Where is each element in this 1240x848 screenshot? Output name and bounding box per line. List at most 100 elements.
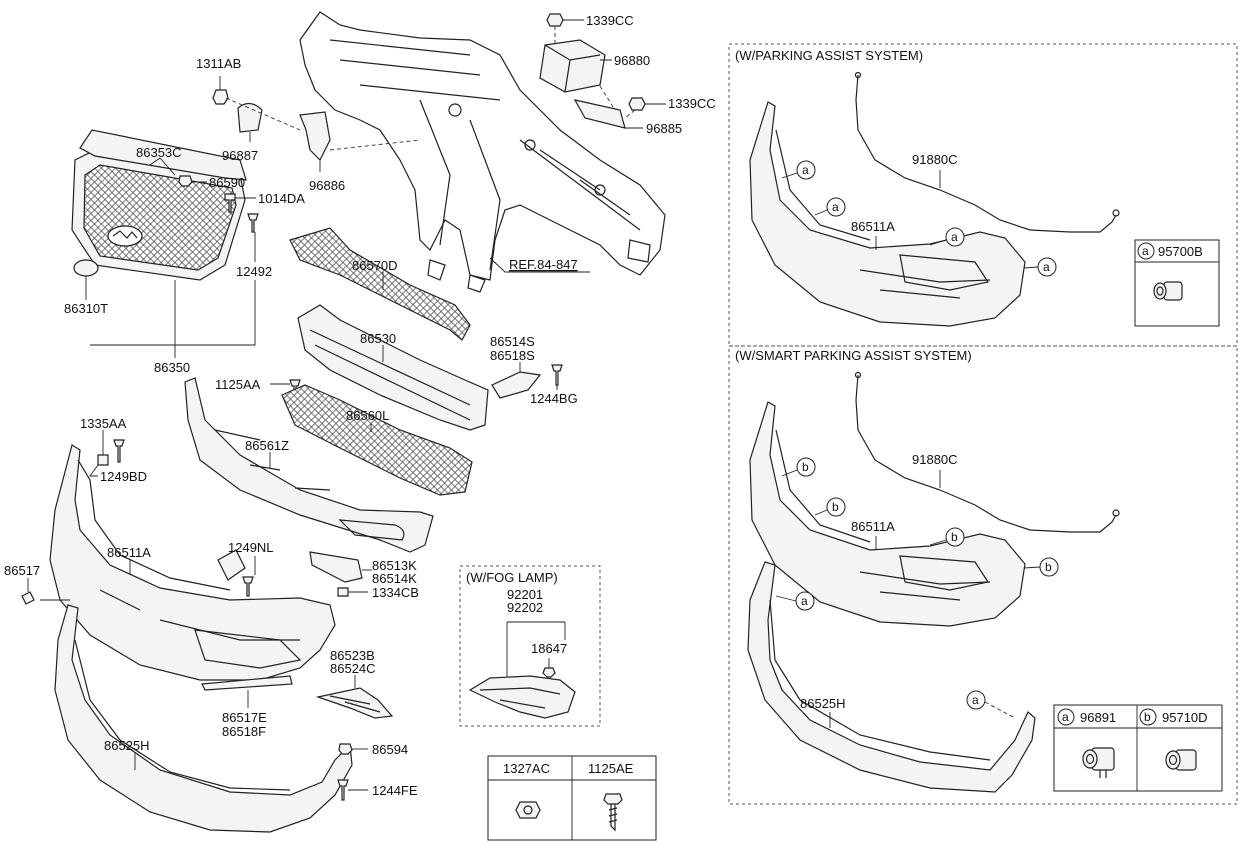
spas-label-86511a: 86511A — [851, 519, 895, 534]
fog-cover-86523b — [315, 687, 394, 719]
parking-assist-title: (W/PARKING ASSIST SYSTEM) — [735, 48, 923, 63]
screw-18647 — [542, 667, 556, 678]
bracket-96886 — [299, 111, 331, 162]
label-1244bg: 1244BG — [530, 391, 578, 406]
label-92201: 92201 — [507, 587, 543, 602]
label-18647: 18647 — [531, 641, 567, 656]
smart-parking-assist-title: (W/SMART PARKING ASSIST SYSTEM) — [735, 348, 972, 363]
pas-harness — [854, 71, 1120, 233]
pas-ref-a-1: a — [796, 160, 816, 180]
pas-sensor-legend: a 95700B — [1134, 239, 1220, 327]
label-86594: 86594 — [372, 742, 408, 757]
pas-bumper — [749, 101, 1026, 327]
nut-1339cc-top — [546, 13, 564, 27]
label-86524c: 86524C — [330, 661, 376, 676]
spas-label-96891: 96891 — [1080, 710, 1116, 725]
upper-mesh-86570d — [289, 227, 471, 341]
label-86513k: 86513K — [372, 558, 417, 573]
spas-label-91880c: 91880C — [912, 452, 958, 467]
svg-text:a: a — [1142, 244, 1149, 258]
label-86353c: 86353C — [136, 145, 182, 160]
svg-text:b: b — [832, 500, 839, 514]
sensor-95700b-icon — [1153, 281, 1183, 301]
label-86517: 86517 — [4, 563, 40, 578]
svg-text:a: a — [951, 230, 958, 244]
moulding-86517e — [201, 675, 293, 691]
label-96880: 96880 — [614, 53, 650, 68]
spas-sensor-legend: a 96891 b 95710D — [1053, 704, 1223, 792]
sensor-96887 — [237, 102, 263, 133]
label-96885: 96885 — [646, 121, 682, 136]
bolt-1125ae-icon — [603, 793, 623, 832]
label-96887: 96887 — [222, 148, 258, 163]
label-86350: 86350 — [154, 360, 190, 375]
label-96886: 96886 — [309, 178, 345, 193]
fastener-table: 1327AC 1125AE — [487, 755, 657, 841]
fog-lamp-box: (W/FOG LAMP) 92201 92202 18647 — [459, 565, 601, 727]
clip-86594 — [338, 743, 353, 755]
label-ref-84-847: REF.84-847 — [509, 257, 578, 272]
pas-ref-a-4: a — [1037, 257, 1057, 277]
label-86310t: 86310T — [64, 301, 108, 316]
spas-label-86525h: 86525H — [800, 696, 846, 711]
pas-label-86511a: 86511A — [851, 219, 895, 234]
spas-ref-b-1: b — [796, 457, 816, 477]
sensor-96891-icon — [1082, 747, 1115, 778]
label-1311ab: 1311AB — [196, 56, 241, 71]
bumper-beam-86530 — [297, 304, 489, 431]
lower-lip-86525h — [54, 604, 353, 833]
nut-1327ac-icon — [515, 801, 541, 819]
label-12492: 12492 — [236, 264, 272, 279]
label-86514s: 86514S — [490, 334, 535, 349]
parking-assist-box: (W/PARKING ASSIST SYSTEM) 91880C 86511A … — [728, 43, 1238, 347]
fog-lamp-92201 — [468, 675, 576, 719]
spas-ref-b-4: b — [1039, 557, 1059, 577]
clip-86517 — [21, 591, 35, 605]
label-1335aa: 1335AA — [80, 416, 127, 431]
svg-text:b: b — [802, 460, 809, 474]
svg-text:a: a — [801, 594, 808, 608]
spas-ref-a-1: a — [795, 591, 815, 611]
pas-label-95700b: 95700B — [1158, 244, 1203, 259]
nut-1339cc-mid — [628, 97, 646, 111]
label-86570d: 86570D — [352, 258, 398, 273]
spas-ref-a-2: a — [966, 690, 986, 710]
control-unit-96880 — [539, 39, 606, 93]
spas-harness — [854, 371, 1120, 533]
spas-ref-b-2: b — [826, 497, 846, 517]
label-1014da: 1014DA — [258, 191, 305, 206]
svg-text:b: b — [951, 530, 958, 544]
fog-lamp-title: (W/FOG LAMP) — [466, 570, 558, 585]
label-86518s: 86518S — [490, 348, 535, 363]
spas-label-95710d: 95710D — [1162, 710, 1208, 725]
label-1249bd: 1249BD — [100, 469, 147, 484]
bracket-1249nl — [217, 549, 246, 581]
cross-member-assembly — [299, 11, 666, 293]
svg-text:b: b — [1144, 710, 1151, 724]
bracket-96885 — [573, 99, 626, 129]
label-1249nl: 1249NL — [228, 540, 274, 555]
clip-1335aa — [97, 454, 109, 466]
lower-mesh-86560l — [281, 384, 473, 496]
bracket-86514s — [491, 371, 542, 399]
pas-ref-a-3: a — [945, 227, 965, 247]
spas-bumper — [749, 401, 1026, 627]
bolt-12492 — [247, 213, 259, 233]
emblem-86310t — [73, 259, 99, 277]
svg-text:a: a — [832, 200, 839, 214]
label-86514k: 86514K — [372, 571, 417, 586]
screw-86590 — [178, 175, 193, 187]
table-header-1125ae: 1125AE — [588, 761, 634, 776]
clip-1334cb — [337, 587, 349, 597]
upper-cover-86353c — [79, 129, 247, 181]
label-86523b: 86523B — [330, 648, 375, 663]
bumper-cover-86511a — [49, 444, 336, 681]
label-1334cb: 1334CB — [372, 585, 419, 600]
bolt-1014da — [224, 193, 236, 213]
label-1244fe: 1244FE — [372, 783, 418, 798]
bolt-1244bg — [551, 364, 563, 386]
grille-86350 — [71, 149, 246, 281]
bolt-1244fe — [337, 779, 349, 801]
svg-text:a: a — [1043, 260, 1050, 274]
